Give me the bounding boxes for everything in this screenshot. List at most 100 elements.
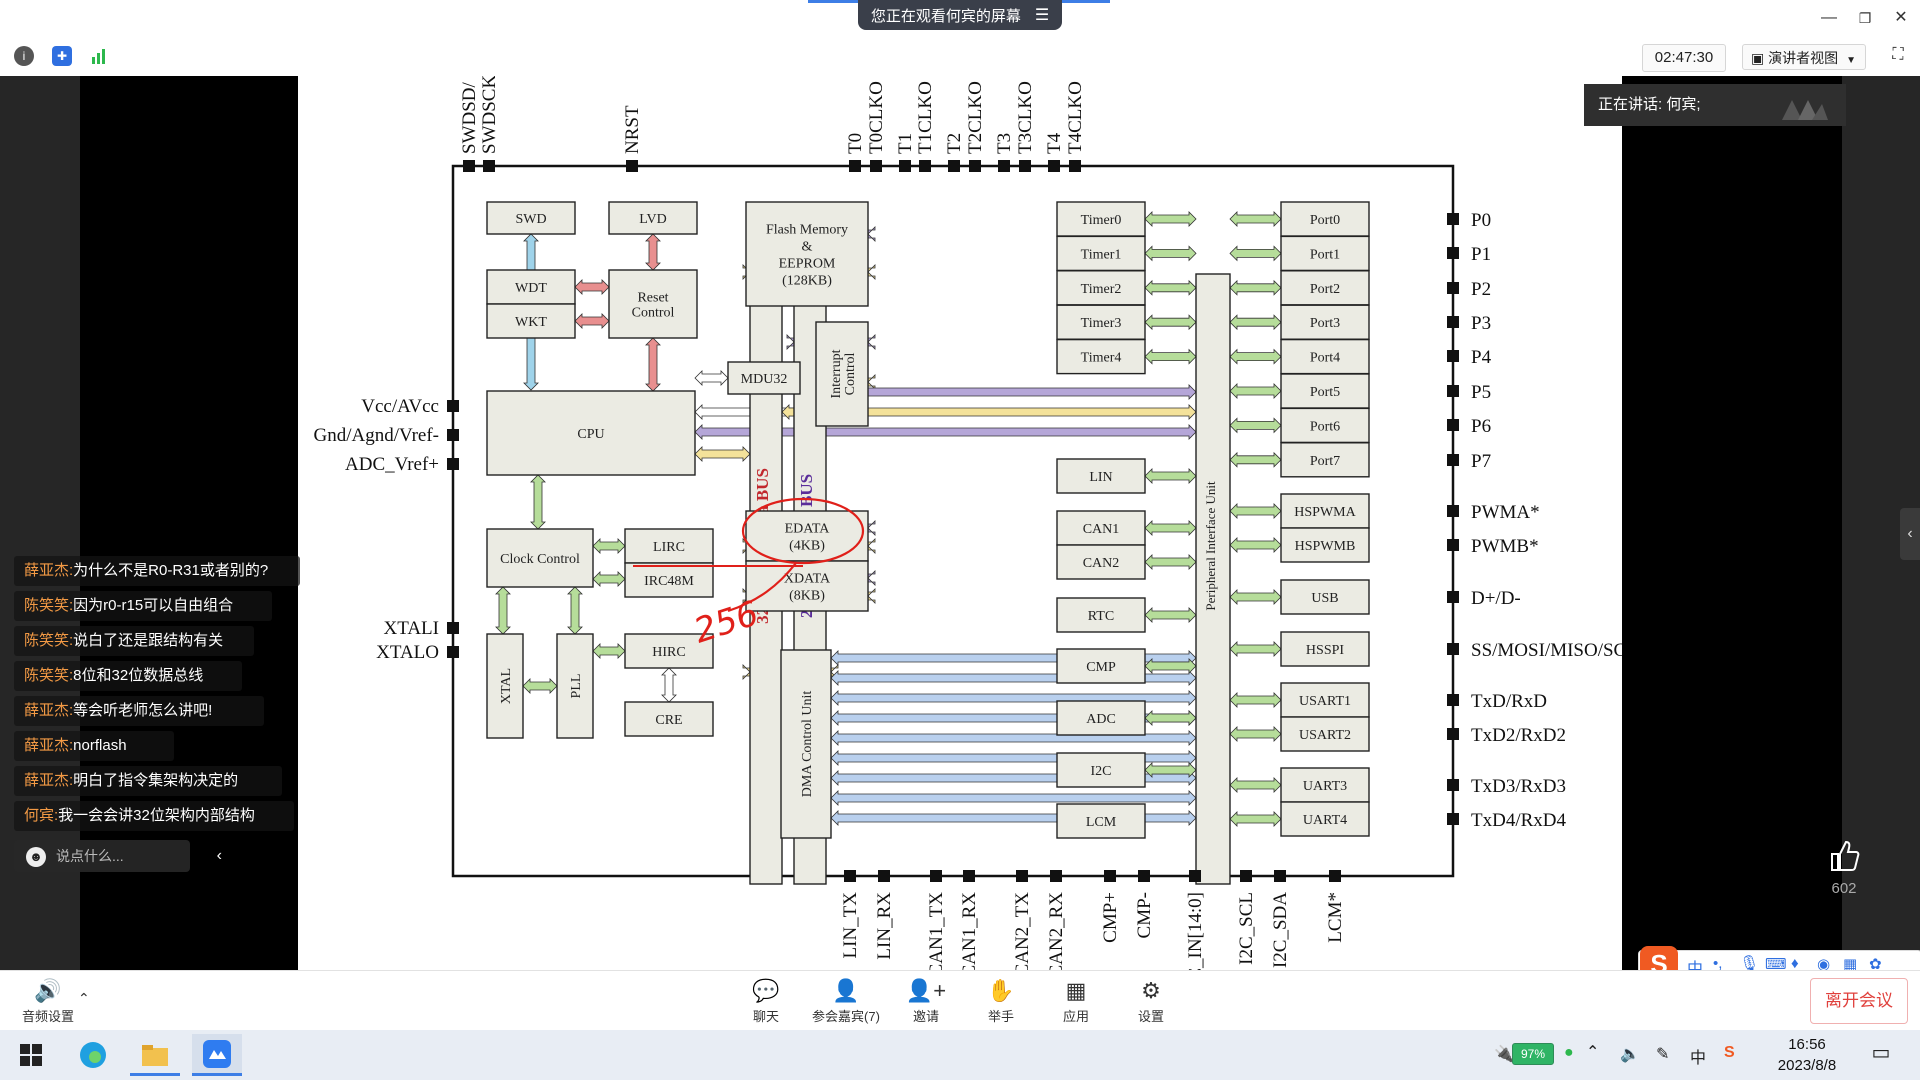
clock-date: 2023/8/8 <box>1777 1057 1837 1074</box>
uart3-block: UART3 <box>1280 767 1370 803</box>
right-pin <box>1447 694 1459 706</box>
interrupt-control-block-label: Control <box>843 353 858 396</box>
timer-piu-arrow <box>1144 245 1197 262</box>
piu-peripheral-arrow <box>1229 641 1282 657</box>
edge-browser-icon[interactable] <box>68 1034 118 1076</box>
wechat-icon[interactable]: ● <box>1564 1044 1574 1061</box>
piu-port-arrow <box>1229 279 1282 296</box>
notification-icon[interactable]: ▭ <box>1871 1042 1891 1064</box>
bottom-pin <box>1189 870 1201 882</box>
right-pin <box>1447 813 1459 825</box>
piu-peripheral-arrow <box>1229 589 1282 605</box>
meeting-app-icon[interactable] <box>192 1034 242 1076</box>
chat-input[interactable]: ☻说点什么... ‹ <box>14 840 222 872</box>
chat-sender: 薛亚杰: <box>24 737 74 754</box>
flash-block-label: (128KB) <box>782 274 832 289</box>
port2-block-label: Port2 <box>1310 282 1340 297</box>
cmp-block: CMP <box>1056 648 1146 684</box>
peripheral-piu-arrow <box>1144 520 1197 536</box>
side-panel-toggle[interactable]: ‹ <box>1900 508 1920 560</box>
i2c-block-label: I2C <box>1091 764 1112 779</box>
top-pin <box>626 160 638 172</box>
ime-mode-tray[interactable]: 中 <box>1690 1050 1707 1067</box>
stage-left-black <box>80 76 298 970</box>
top-pin-label: T4 <box>1044 132 1065 154</box>
signal-icon[interactable] <box>90 47 110 65</box>
chat-sender: 陈笑笑: <box>24 667 74 684</box>
bottom-pin <box>844 870 856 882</box>
volume-icon[interactable]: 🔈 <box>1620 1046 1640 1063</box>
invite-button[interactable]: 👤+邀请 <box>886 976 966 1025</box>
keyboard-icon[interactable]: ⌨ <box>1765 956 1787 973</box>
settings-icon: ⚙ <box>1141 978 1161 1003</box>
chat-button[interactable]: 💬聊天 <box>726 976 806 1025</box>
lcm-block-label: LCM <box>1086 815 1117 830</box>
raise-hand-button[interactable]: ✋举手 <box>961 976 1041 1025</box>
port4-block: Port4 <box>1280 338 1370 375</box>
system-clock[interactable]: 16:56 2023/8/8 <box>1752 1034 1862 1076</box>
port5-block-label: Port5 <box>1310 385 1340 400</box>
screen-share-banner[interactable]: 您正在观看何宾的屏幕 ☰ <box>858 0 1062 30</box>
timer4-block: Timer4 <box>1056 338 1146 375</box>
peripheral-piu-arrow <box>1144 554 1197 570</box>
chat-message: 薛亚杰:norflash <box>14 731 174 761</box>
collapse-chat-icon[interactable]: ‹ <box>216 847 222 864</box>
tools-icon[interactable]: ▦ <box>1843 956 1858 973</box>
piu-peripheral-arrow <box>1229 692 1282 708</box>
piu-port-arrow <box>1229 348 1282 365</box>
cmp-block-label: CMP <box>1086 660 1116 675</box>
top-pin <box>948 160 960 172</box>
punctuation-icon[interactable]: •, <box>1713 955 1723 972</box>
hirc-cre-arrow <box>661 667 677 703</box>
file-explorer-icon[interactable] <box>130 1034 180 1076</box>
xtal-block: XTAL <box>486 633 524 739</box>
apps-button[interactable]: ▦应用 <box>1036 976 1116 1025</box>
chevron-up-icon[interactable]: ⌃ <box>78 990 90 1006</box>
plug-icon[interactable]: 🔌 <box>1494 1046 1514 1063</box>
pen-icon[interactable]: ✎ <box>1656 1046 1670 1063</box>
leave-meeting-button[interactable]: 离开会议 <box>1810 978 1908 1024</box>
chat-message: 何宾:我一会会讲32位架构内部结构 <box>14 801 294 831</box>
skin-icon[interactable]: ♦ <box>1791 955 1799 972</box>
top-pin-label: NRST <box>622 105 643 154</box>
view-button-label: 演讲者视图 <box>1768 50 1839 66</box>
minimize-button[interactable]: — <box>1821 9 1837 26</box>
audio-settings-label: 音频设置 <box>21 1009 74 1024</box>
restore-button[interactable]: ❐ <box>1858 10 1872 26</box>
stage-left-margin <box>0 76 80 970</box>
start-button[interactable] <box>6 1034 56 1076</box>
irc48m-block: IRC48M <box>624 562 714 598</box>
right-pin-label: P7 <box>1471 451 1491 472</box>
info-icon[interactable]: i <box>14 46 34 66</box>
speaking-indicator: 正在讲话: 何宾; <box>1584 84 1846 126</box>
shield-icon[interactable]: ✚ <box>52 46 72 66</box>
left-pin <box>447 646 459 658</box>
flash-block-label: EEPROM <box>779 257 836 272</box>
ime-settings-icon[interactable]: ✿ <box>1869 956 1882 973</box>
timer2-block: Timer2 <box>1056 270 1146 306</box>
lcm-block: LCM <box>1056 803 1146 839</box>
battery-indicator[interactable]: 97% <box>1512 1043 1554 1065</box>
top-pin <box>899 160 911 172</box>
participants-button[interactable]: 👤参会嘉宾(7) <box>806 976 886 1025</box>
apps-icon: ▦ <box>1065 978 1087 1003</box>
audio-settings-button[interactable]: 🔊 音频设置 <box>8 976 88 1025</box>
meeting-toolbar <box>0 36 1920 77</box>
thumbs-up-icon[interactable] <box>1826 838 1862 874</box>
fullscreen-icon[interactable]: ⛶ <box>1892 46 1904 63</box>
menu-icon[interactable]: ☰ <box>1034 7 1050 24</box>
settings-button[interactable]: ⚙设置 <box>1111 976 1191 1025</box>
microphone-icon[interactable]: 🎙 <box>1739 956 1760 973</box>
cpu-block: CPU <box>486 390 696 476</box>
mcu-block-diagram: 32/16/8-Bit Data BUS24-Bit Address BUSPe… <box>314 76 1623 970</box>
sogou-tray-icon[interactable]: S <box>1724 1044 1735 1061</box>
timer0-block-label: Timer0 <box>1081 213 1122 228</box>
chevron-up-tray-icon[interactable]: ⌃ <box>1586 1044 1600 1061</box>
game-icon[interactable]: ◉ <box>1817 956 1831 973</box>
xtal-block-label: XTAL <box>499 668 514 704</box>
speaker-view-button[interactable]: ▣ 演讲者视图▼ <box>1742 44 1866 70</box>
hspwma-block: HSPWMA <box>1280 493 1370 529</box>
emoji-icon[interactable]: ☻ <box>26 847 46 868</box>
close-button[interactable]: ✕ <box>1894 9 1908 26</box>
